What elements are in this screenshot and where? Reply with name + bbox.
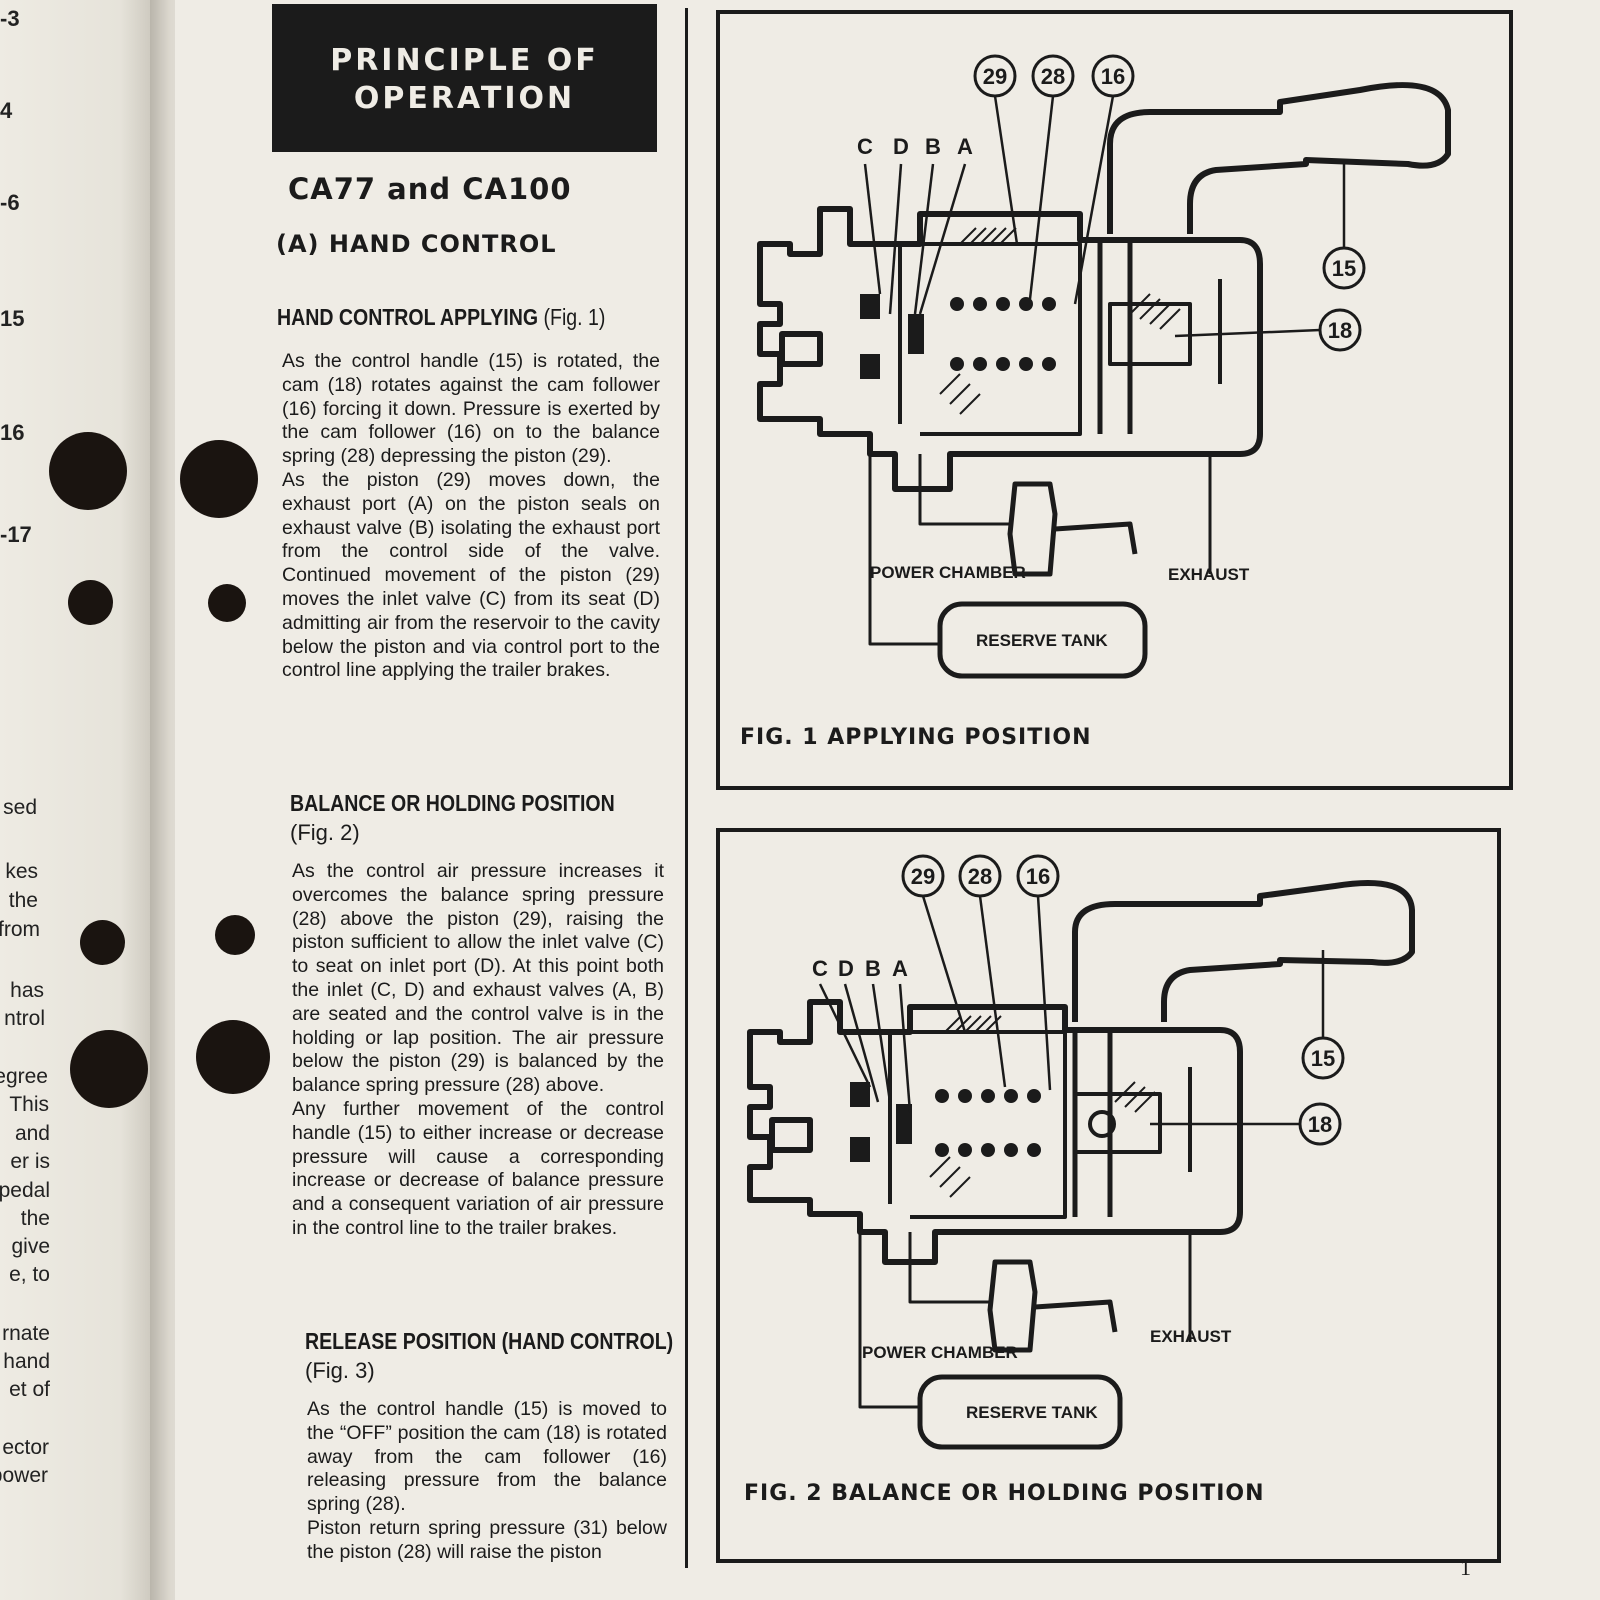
section-title: (A) HAND CONTROL	[276, 230, 557, 258]
callout-16: 16	[1101, 64, 1125, 89]
punch-hole	[70, 1030, 148, 1108]
facing-page-fragment: pedal	[0, 1179, 50, 1202]
column-divider	[685, 8, 688, 1568]
power-chamber-label: POWER CHAMBER	[862, 1343, 1018, 1362]
letter-a: A	[957, 134, 973, 159]
valve-diagram-holding: 29 28 16 15 18 C D B A POWER CHAMBER EXH…	[744, 854, 1415, 1506]
section-body: As the control air pressure increases it…	[292, 860, 664, 1241]
facing-page: -3 4 -6 15 16 -17 sed kes the from has n…	[0, 0, 150, 1600]
punch-hole	[49, 432, 127, 510]
page-number: 1	[1460, 1555, 1471, 1580]
punch-hole	[80, 920, 125, 965]
paragraph: Piston return spring pressure (31) below…	[307, 1516, 667, 1563]
figure-caption: FIG. 2 BALANCE OR HOLDING POSITION	[744, 1481, 1265, 1506]
paragraph: As the control handle (15) is rotated, t…	[282, 350, 660, 468]
valve-diagram-applying: 29 28 16 15 18 C D B A POWER CHAMBER EXH…	[740, 54, 1451, 750]
reserve-tank-label: RESERVE TANK	[966, 1403, 1098, 1422]
header-banner: PRINCIPLE OF OPERATION	[272, 4, 657, 152]
header-line: OPERATION	[353, 81, 576, 116]
facing-page-fragment: sed	[3, 796, 37, 819]
paragraph: As the control air pressure increases it…	[292, 860, 664, 1097]
punch-hole	[196, 1020, 270, 1094]
section-heading: RELEASE POSITION (HAND CONTROL)	[305, 1328, 674, 1354]
section-body: As the control handle (15) is moved to t…	[307, 1398, 667, 1565]
facing-page-fragment: egree	[0, 1065, 48, 1088]
punch-hole	[215, 915, 255, 955]
facing-page-number: 4	[0, 98, 13, 123]
facing-page-fragment: has	[10, 979, 44, 1002]
callout-18: 18	[1308, 1112, 1332, 1137]
callout-29: 29	[983, 64, 1007, 89]
header-line: PRINCIPLE OF	[330, 43, 599, 78]
facing-page-fragment: hand	[3, 1350, 50, 1373]
letter-b: B	[925, 134, 941, 159]
facing-page-number: -6	[0, 190, 20, 215]
facing-page-number: -3	[0, 6, 20, 31]
figure-1: 29 28 16 15 18 C D B A POWER CHAMBER EXH…	[716, 10, 1513, 790]
exhaust-label: EXHAUST	[1168, 565, 1250, 584]
callout-18: 18	[1328, 318, 1352, 343]
facing-page-fragment: This	[9, 1093, 49, 1116]
facing-page-fragment: kes	[5, 860, 38, 883]
letter-c: C	[812, 956, 828, 981]
facing-page-fragment: ntrol	[4, 1007, 45, 1030]
callout-28: 28	[1041, 64, 1065, 89]
facing-page-fragment: e, to	[9, 1263, 50, 1286]
letter-b: B	[865, 956, 881, 981]
paragraph: As the piston (29) moves down, the exhau…	[282, 468, 660, 682]
paragraph: As the control handle (15) is moved to t…	[307, 1398, 667, 1516]
power-chamber-label: POWER CHAMBER	[870, 563, 1026, 582]
section-heading: BALANCE OR HOLDING POSITION	[290, 790, 615, 816]
punch-hole	[208, 584, 246, 622]
facing-page-fragment: the	[20, 1207, 50, 1230]
punch-hole	[68, 580, 113, 625]
facing-page-fragment: rnate	[2, 1322, 50, 1345]
letter-d: D	[893, 134, 909, 159]
exhaust-label: EXHAUST	[1150, 1327, 1232, 1346]
facing-page-fragment: from	[0, 918, 40, 941]
model-title: CA77 and CA100	[288, 172, 572, 206]
letter-c: C	[857, 134, 873, 159]
figure-reference: (Fig. 2)	[290, 820, 360, 845]
facing-page-fragment: give	[11, 1235, 50, 1258]
facing-page-number: 15	[0, 306, 25, 331]
figure-reference: (Fig. 3)	[305, 1358, 375, 1383]
facing-page-number: 16	[0, 420, 25, 445]
facing-page-fragment: et of	[9, 1378, 50, 1401]
reserve-tank-label: RESERVE TANK	[976, 631, 1108, 650]
letter-d: D	[838, 956, 854, 981]
facing-page-fragment: power	[0, 1464, 48, 1487]
section-body: As the control handle (15) is rotated, t…	[282, 350, 660, 683]
paragraph: Any further movement of the control hand…	[292, 1097, 664, 1239]
punch-hole	[180, 440, 258, 518]
facing-page-number: -17	[0, 522, 32, 547]
callout-29: 29	[911, 864, 935, 889]
callout-15: 15	[1311, 1046, 1335, 1071]
figure-2: 29 28 16 15 18 C D B A POWER CHAMBER EXH…	[716, 828, 1501, 1563]
facing-page-fragment: er is	[10, 1150, 50, 1173]
facing-page-fragment: ector	[2, 1436, 49, 1459]
facing-page-fragment: the	[8, 889, 38, 912]
callout-15: 15	[1332, 256, 1356, 281]
figure-caption: FIG. 1 APPLYING POSITION	[740, 725, 1092, 750]
callout-16: 16	[1026, 864, 1050, 889]
facing-page-fragment: and	[14, 1122, 50, 1145]
letter-a: A	[892, 956, 908, 981]
section-heading: HAND CONTROL APPLYING (Fig. 1)	[277, 304, 606, 330]
callout-28: 28	[968, 864, 992, 889]
